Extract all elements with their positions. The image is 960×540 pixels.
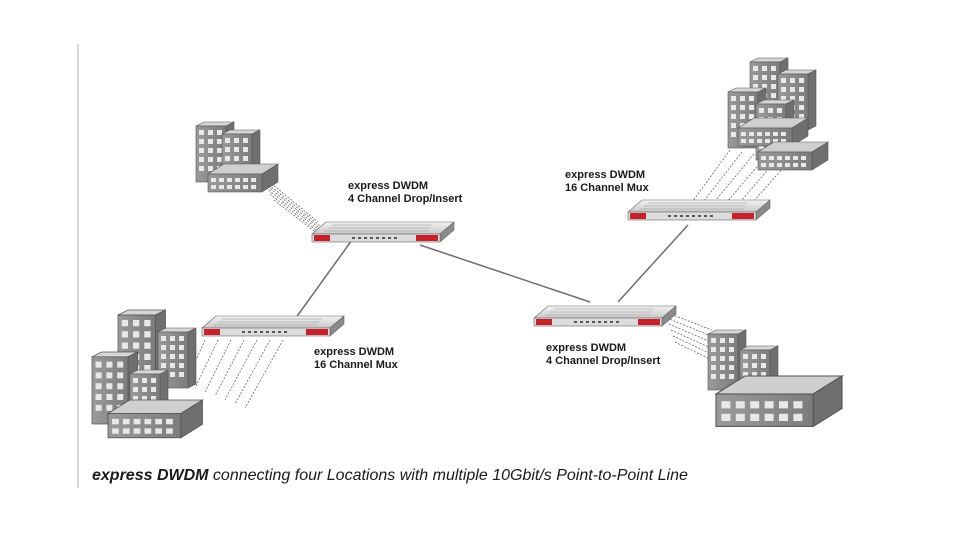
figure-caption: express DWDM connecting four Locations w… [92,467,688,485]
dwdm-device-top-right [627,199,771,221]
label-bottom-right-line1: express DWDM [546,342,627,354]
label-top-right-line1: express DWDM [565,169,646,181]
dwdm-device-bottom-left [201,315,345,337]
dwdm-device-bottom-right [533,305,677,327]
site-top-right-buildings [727,57,829,171]
label-bottom-right-line2: 4 Channel Drop/Insert [546,355,661,367]
label-top-left-device: express DWDM 4 Channel Drop/Insert [348,180,462,206]
label-bottom-left-device: express DWDM 16 Channel Mux [314,346,398,372]
label-top-left-line1: express DWDM [348,180,429,192]
caption-rest: connecting four Locations with multiple … [208,467,688,484]
label-bottom-left-line1: express DWDM [314,346,395,358]
left-border-line [77,44,79,488]
label-top-right-line2: 16 Channel Mux [565,182,649,194]
site-bottom-right-buildings [707,329,843,428]
caption-bold: express DWDM [92,467,209,484]
fiber-bundle-bottom-left [184,339,284,409]
label-top-right-device: express DWDM 16 Channel Mux [565,169,649,195]
label-bottom-right-device: express DWDM 4 Channel Drop/Insert [546,342,660,368]
label-top-left-line2: 4 Channel Drop/Insert [348,193,463,205]
backbone-links [289,224,689,327]
dwdm-device-top-left [311,221,455,243]
label-bottom-left-line2: 16 Channel Mux [314,359,398,371]
site-bottom-left-buildings [91,309,204,439]
site-top-left-buildings [195,121,279,193]
